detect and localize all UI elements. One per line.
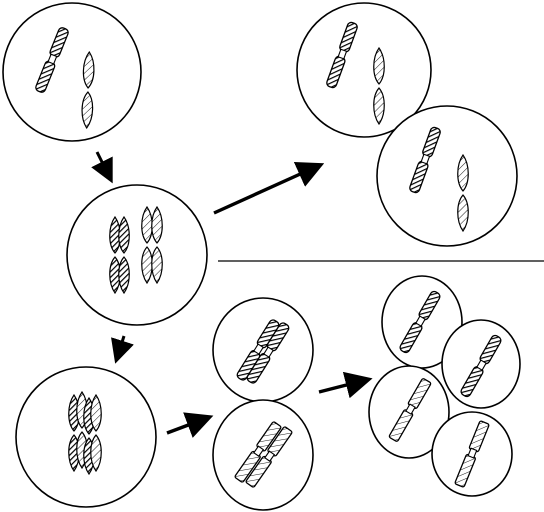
gamete-cell-3 [368,365,450,459]
gamete-cell-2 [441,319,521,409]
arrow-mitosis [213,162,325,215]
arrow-replication [91,151,113,184]
synapsis-cell [15,366,157,508]
arrow-synapsis [111,335,134,364]
gamete-cell-4 [431,411,513,497]
meiosis-one-daughter-cell-2 [212,399,314,511]
mitosis-daughter-cell-1 [296,2,432,138]
arrow-meiosis-one [166,412,214,438]
arrow-meiosis-two [318,371,373,399]
meiosis-one-daughter-cell-1 [212,297,314,403]
replicated-cell [66,184,208,326]
parent-cell [2,2,142,142]
mitosis-daughter-cell-2 [376,105,518,247]
